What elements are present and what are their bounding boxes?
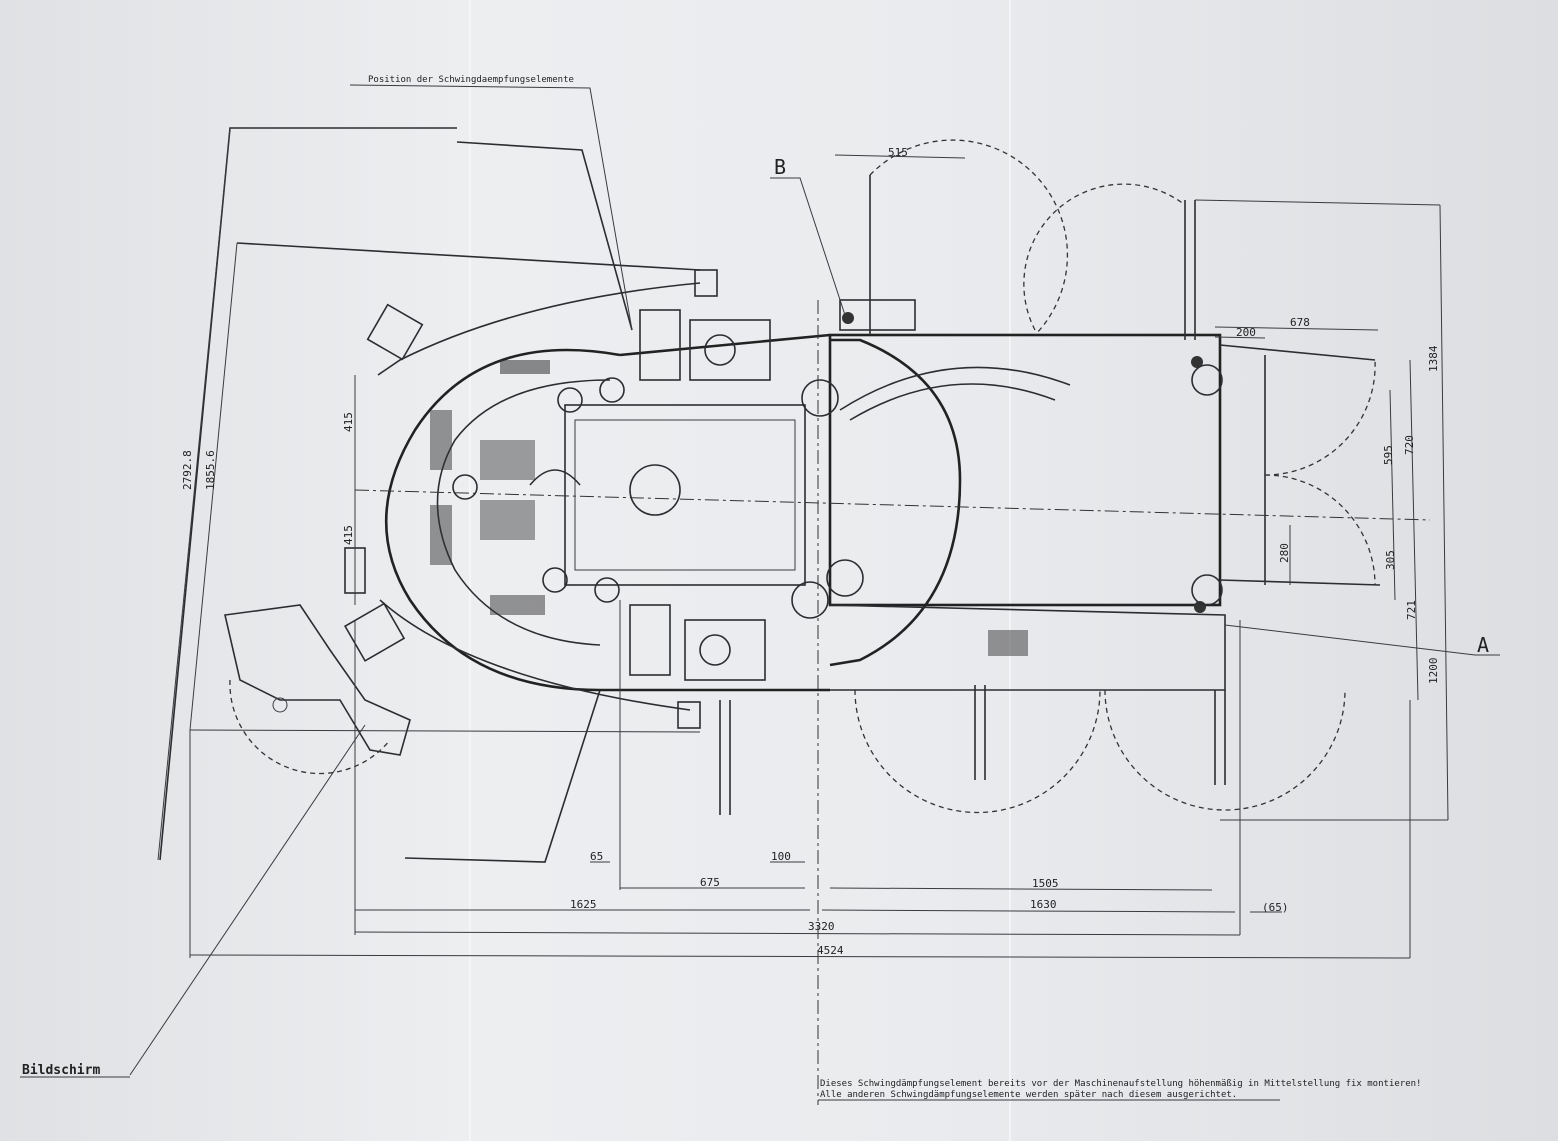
dim-721: 721 — [1405, 600, 1418, 620]
dim-65: 65 — [590, 850, 603, 863]
support-legs — [719, 175, 1226, 815]
dim-305: 305 — [1384, 550, 1397, 570]
dim-415-bottom: 415 — [342, 525, 355, 545]
dim-3320: 3320 — [808, 920, 835, 933]
damper-circle — [791, 581, 829, 619]
center-line — [354, 489, 1431, 521]
damper-element — [694, 269, 718, 297]
marker-a-label: A — [1477, 633, 1489, 657]
platform-extension — [829, 604, 1226, 691]
dim-1855: 1855.6 — [204, 450, 217, 490]
tool-station — [542, 567, 568, 593]
damper-element — [677, 701, 701, 729]
motor-unit-top — [689, 319, 771, 381]
dim-200: 200 — [1236, 326, 1256, 339]
dim-1384: 1384 — [1427, 345, 1440, 372]
dim-1630: 1630 — [1030, 898, 1057, 911]
enclosure-outline — [159, 127, 701, 863]
slide-bottom — [629, 604, 671, 676]
damper-position-label: Position der Schwingdaempfungselemente — [368, 75, 574, 85]
console-knob — [272, 697, 288, 713]
tool-station — [594, 577, 620, 603]
dim-1505: 1505 — [1032, 877, 1059, 890]
dim-675: 675 — [700, 876, 720, 889]
guard-rail — [377, 282, 701, 711]
motor-unit-top — [704, 334, 736, 366]
tool-station — [599, 377, 625, 403]
slide-top — [639, 309, 681, 381]
dimension-lines — [20, 84, 1500, 1101]
motor-unit-bottom — [699, 634, 731, 666]
dim-720: 720 — [1403, 435, 1416, 455]
screen-console — [224, 604, 411, 756]
machine-body — [384, 333, 962, 692]
damper-circle — [1191, 574, 1223, 606]
machine-table-inner — [574, 419, 796, 571]
dim-415-top: 415 — [342, 412, 355, 432]
damper-element — [366, 303, 424, 361]
dim-65-paren: (65) — [1262, 901, 1289, 914]
dim-1625: 1625 — [570, 898, 597, 911]
dim-100: 100 — [771, 850, 791, 863]
damper-circle — [801, 379, 839, 417]
dim-515: 515 — [888, 146, 908, 159]
marker-b-label: B — [774, 155, 786, 179]
dim-2792: 2792.8 — [181, 450, 194, 490]
marker-point — [1191, 356, 1203, 368]
table-arc — [529, 469, 581, 486]
valve-block — [839, 299, 916, 331]
motor-unit-bottom — [684, 619, 766, 681]
marker-point-b — [842, 312, 854, 324]
dim-678: 678 — [1290, 316, 1310, 329]
tool-station — [452, 474, 478, 500]
dim-595: 595 — [1382, 445, 1395, 465]
dim-1200: 1200 — [1427, 658, 1440, 685]
spindle — [629, 464, 681, 516]
dim-280: 280 — [1278, 543, 1291, 563]
door-swing-arcs — [229, 139, 1376, 814]
loading-platform — [828, 333, 1222, 607]
dim-4524: 4524 — [817, 944, 844, 957]
machine-table — [564, 404, 806, 586]
tool-station — [557, 387, 583, 413]
inner-body — [436, 379, 611, 646]
damper-circle — [826, 559, 864, 597]
damper-circle — [1191, 364, 1223, 396]
screen-label: Bildschirm — [22, 1063, 100, 1078]
hole-pattern — [430, 360, 1028, 656]
note-line-2: Alle anderen Schwingdämpfungselemente we… — [820, 1090, 1237, 1100]
side-frame — [1219, 344, 1381, 586]
conveyor-curve — [839, 366, 1071, 421]
note-line-1: Dieses Schwingdämpfungselement bereits v… — [820, 1079, 1421, 1089]
